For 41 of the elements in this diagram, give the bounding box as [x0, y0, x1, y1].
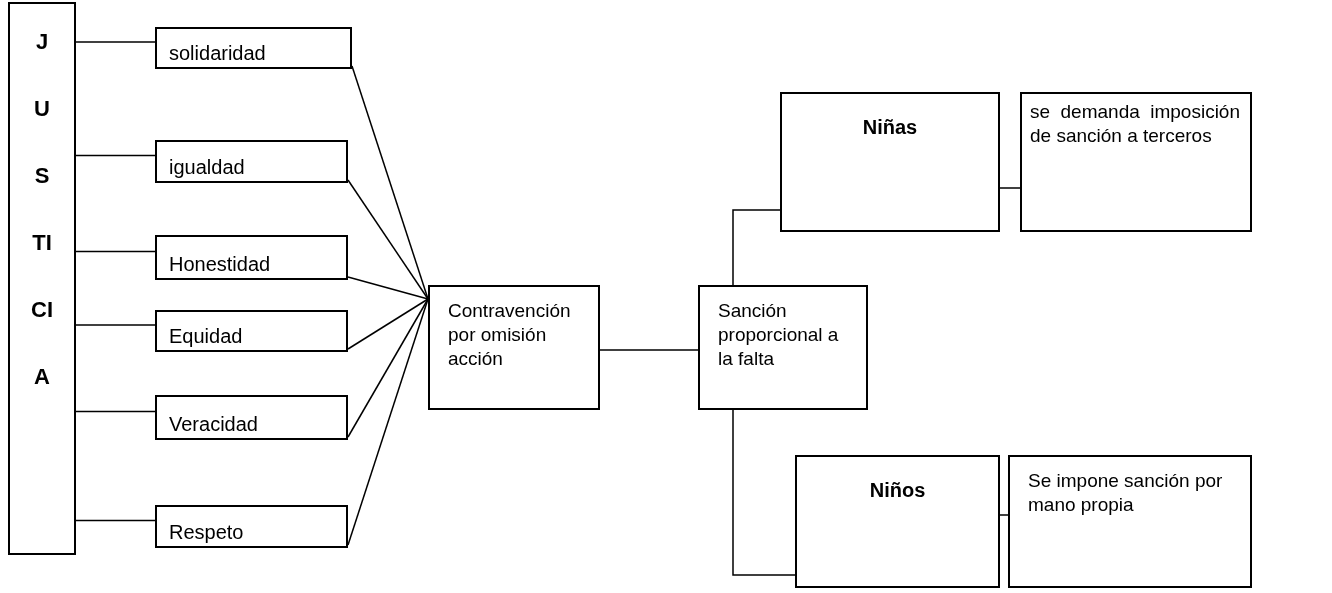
concept-box — [155, 27, 352, 69]
concept-box — [1008, 455, 1252, 588]
box-label: se demanda imposición de sanción a terceros — [1030, 100, 1240, 148]
box-label: Honestidad — [169, 253, 271, 276]
box-label: Contravención por omisión acción — [448, 299, 572, 371]
connector-line — [999, 514, 1009, 516]
connector-line — [75, 519, 156, 522]
connector-line — [732, 209, 781, 286]
box-label: solidaridad — [169, 42, 266, 65]
connector-line — [347, 298, 429, 438]
connector-line — [75, 41, 156, 43]
box-label: Respeto — [169, 521, 244, 544]
concept-box — [428, 285, 600, 410]
concept-box — [698, 285, 868, 410]
connector-line — [75, 250, 156, 253]
box-label: Equidad — [169, 325, 243, 348]
concept-box — [795, 455, 1000, 588]
connector-line — [599, 349, 699, 351]
concept-box — [155, 235, 348, 280]
concept-box — [780, 92, 1000, 232]
box-label: Niñas — [861, 116, 919, 139]
connector-line — [347, 179, 429, 300]
connector-line — [732, 409, 796, 576]
concept-box — [155, 505, 348, 548]
concept-box — [155, 395, 348, 440]
connector-line — [75, 154, 156, 157]
vertical-title-box — [8, 2, 76, 555]
connector-line — [75, 324, 156, 326]
connector-line — [75, 410, 156, 413]
box-label: Veracidad — [169, 413, 258, 436]
concept-box — [155, 310, 348, 352]
connector-line — [347, 298, 429, 350]
box-label: igualdad — [169, 156, 245, 179]
connector-line — [347, 276, 429, 300]
box-label: Niños — [868, 479, 927, 502]
concept-box — [1020, 92, 1252, 232]
box-label: Sanción proporcional a la falta — [718, 299, 840, 371]
concept-box — [155, 140, 348, 183]
box-label: Se impone sanción por mano propia — [1028, 469, 1224, 517]
connector-line — [999, 187, 1021, 189]
vertical-title: JUSTICIA — [30, 28, 54, 391]
